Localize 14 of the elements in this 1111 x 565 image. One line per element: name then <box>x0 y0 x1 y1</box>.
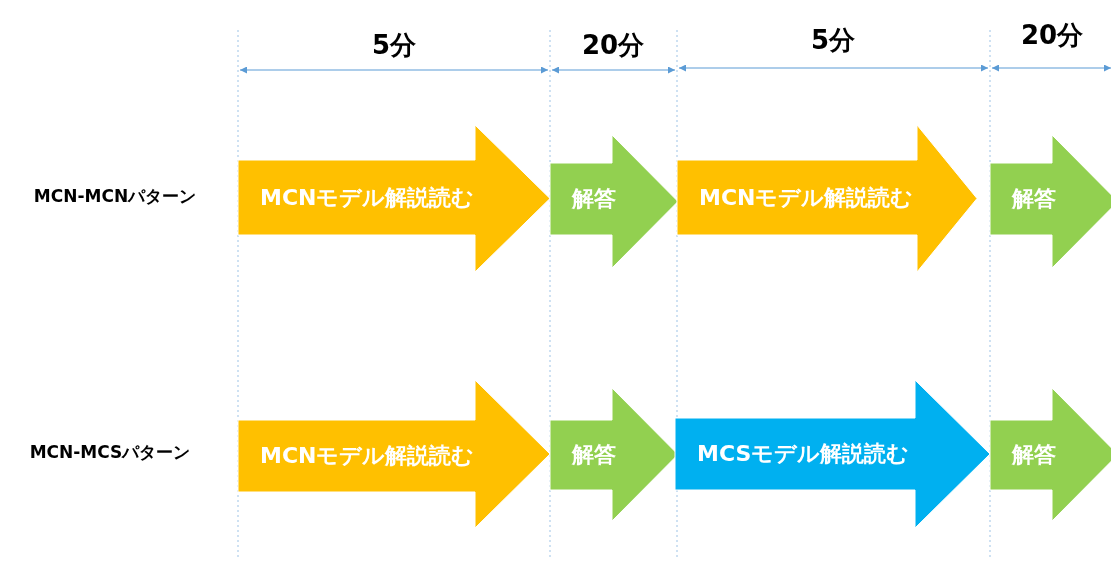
step-text: MCNモデル解説読む <box>260 442 475 470</box>
row-label: MCN-MCNパターン <box>33 184 197 208</box>
step-text: MCNモデル解説読む <box>260 183 475 212</box>
step-text: MCNモデル解説読む <box>699 183 914 212</box>
step-text: 解答 <box>1012 441 1056 469</box>
step-text: 解答 <box>572 185 616 213</box>
step-text: 解答 <box>572 441 616 469</box>
duration-label: 5分 <box>810 23 856 57</box>
row-label: MCN-MCSパターン <box>29 440 191 464</box>
duration-label: 20分 <box>581 28 645 62</box>
duration-label: 20分 <box>1020 18 1084 52</box>
step-text: MCSモデル解説読む <box>697 440 910 468</box>
duration-label: 5分 <box>371 28 417 62</box>
step-text: 解答 <box>1012 185 1056 213</box>
